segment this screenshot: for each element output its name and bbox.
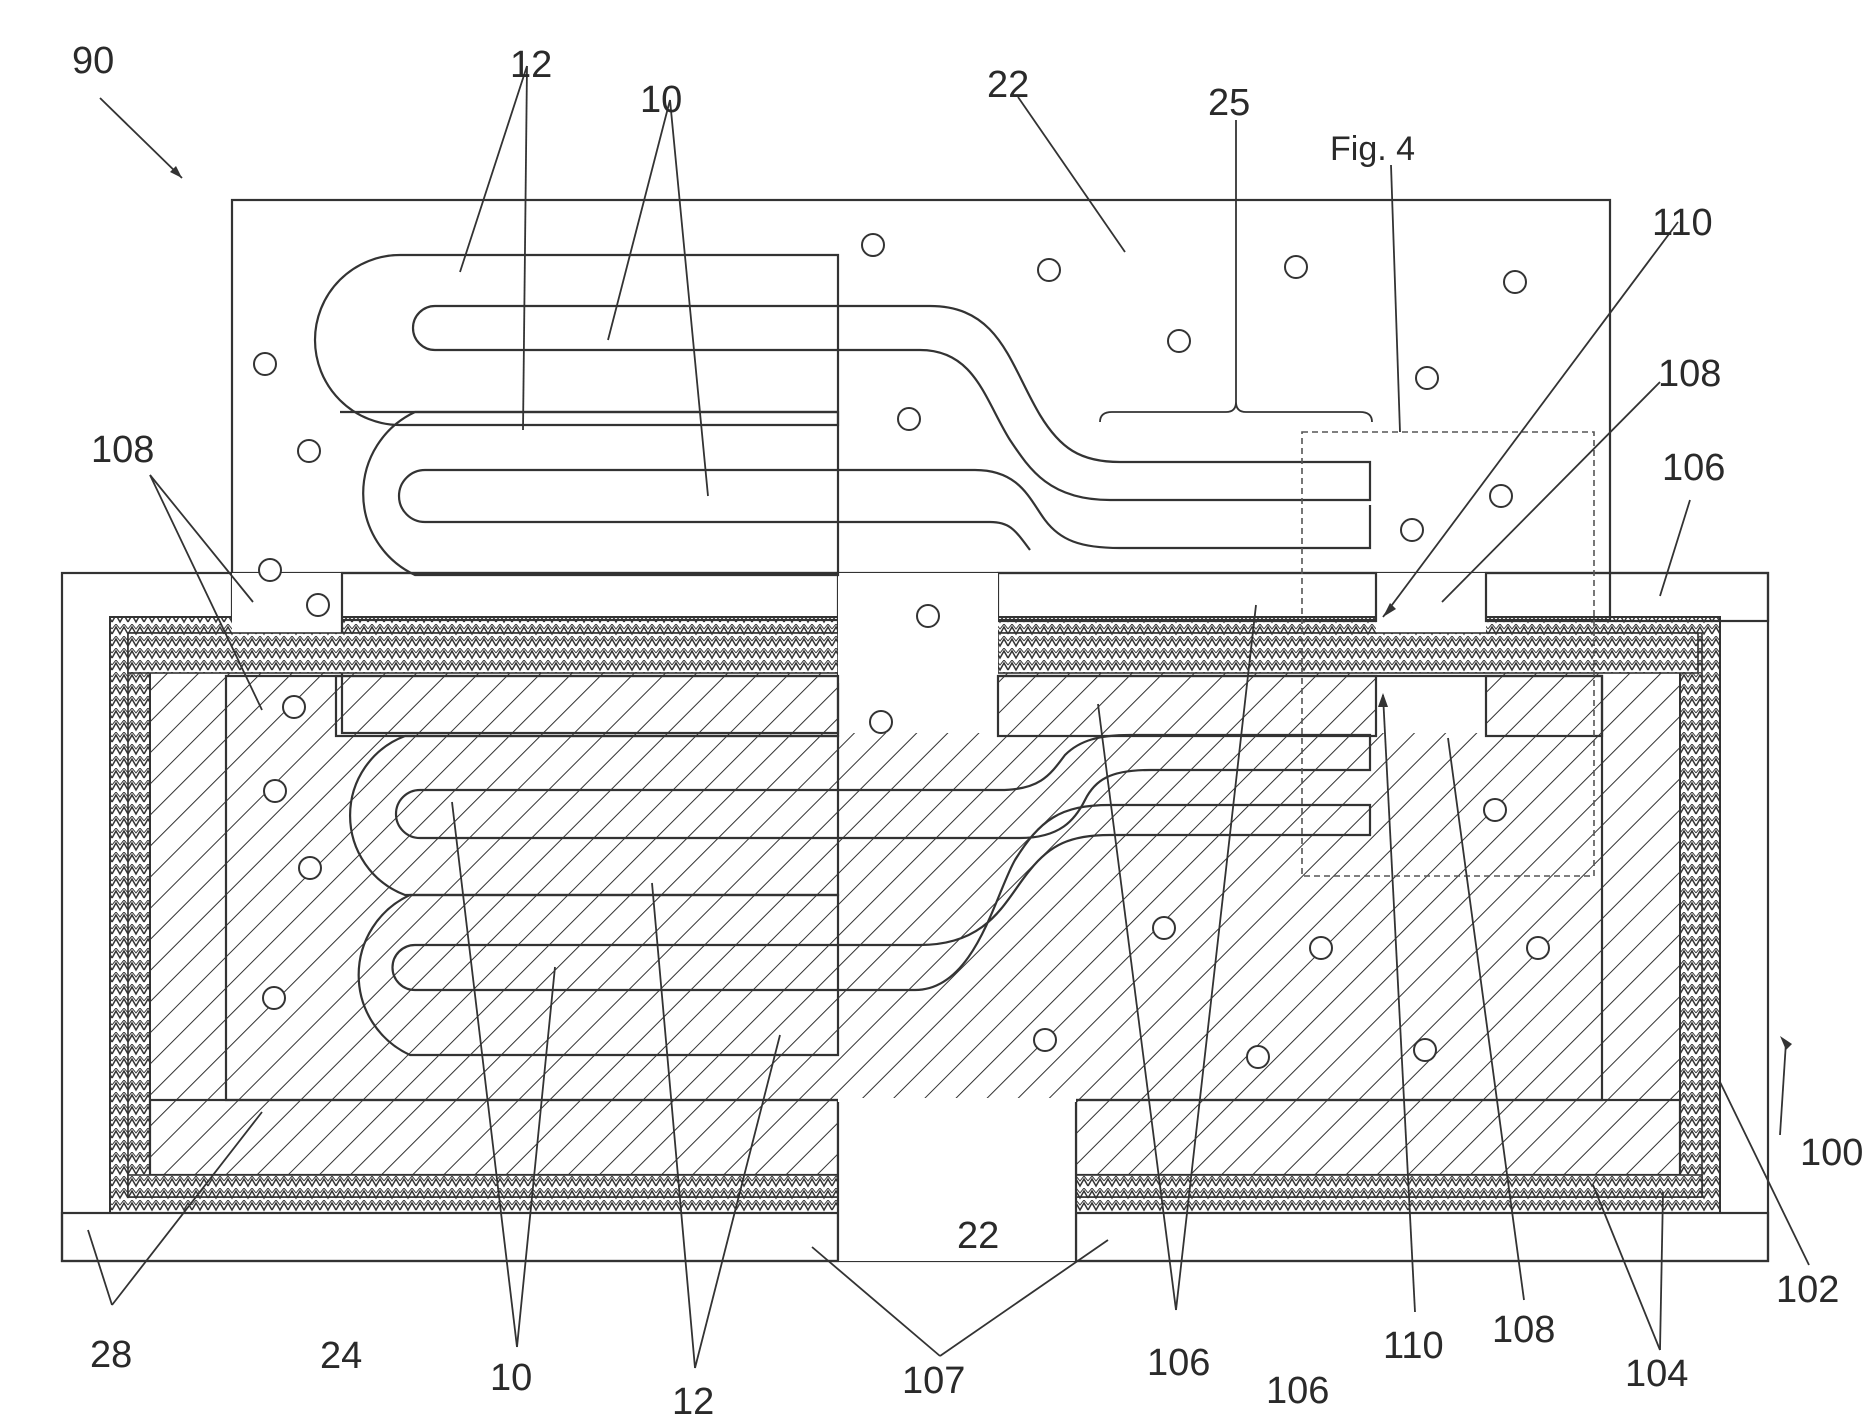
label-28: 28 [90, 1334, 132, 1376]
label-22-bottom: 22 [957, 1215, 999, 1257]
label-fig4: Fig. 4 [1330, 130, 1415, 168]
label-108-bottom: 108 [1492, 1309, 1555, 1351]
label-12-top: 12 [510, 44, 552, 86]
upper-fold-bottom [363, 412, 838, 575]
label-102: 102 [1776, 1269, 1839, 1311]
upper-board-22 [232, 200, 1610, 620]
label-108-left: 108 [91, 429, 154, 471]
label-110-top: 110 [1652, 202, 1713, 244]
label-107: 107 [902, 1360, 965, 1402]
label-100: 100 [1800, 1132, 1863, 1174]
label-10-top: 10 [640, 79, 682, 121]
label-110-bottom: 110 [1383, 1325, 1444, 1367]
label-90: 90 [72, 40, 114, 82]
label-106-top: 106 [1662, 447, 1725, 489]
label-106-bottom-b: 106 [1266, 1370, 1329, 1412]
label-12-bottom: 12 [672, 1381, 714, 1419]
label-10-bottom: 10 [490, 1357, 532, 1399]
bracket-25 [1100, 402, 1372, 422]
label-104: 104 [1625, 1353, 1688, 1395]
label-24: 24 [320, 1335, 362, 1377]
label-108-top: 108 [1658, 353, 1721, 395]
label-25: 25 [1208, 82, 1250, 124]
upper-tube-10b [399, 470, 1370, 550]
label-22-top: 22 [987, 64, 1029, 106]
label-106-bottom-a: 106 [1147, 1342, 1210, 1384]
upper-fold-top [315, 255, 838, 425]
